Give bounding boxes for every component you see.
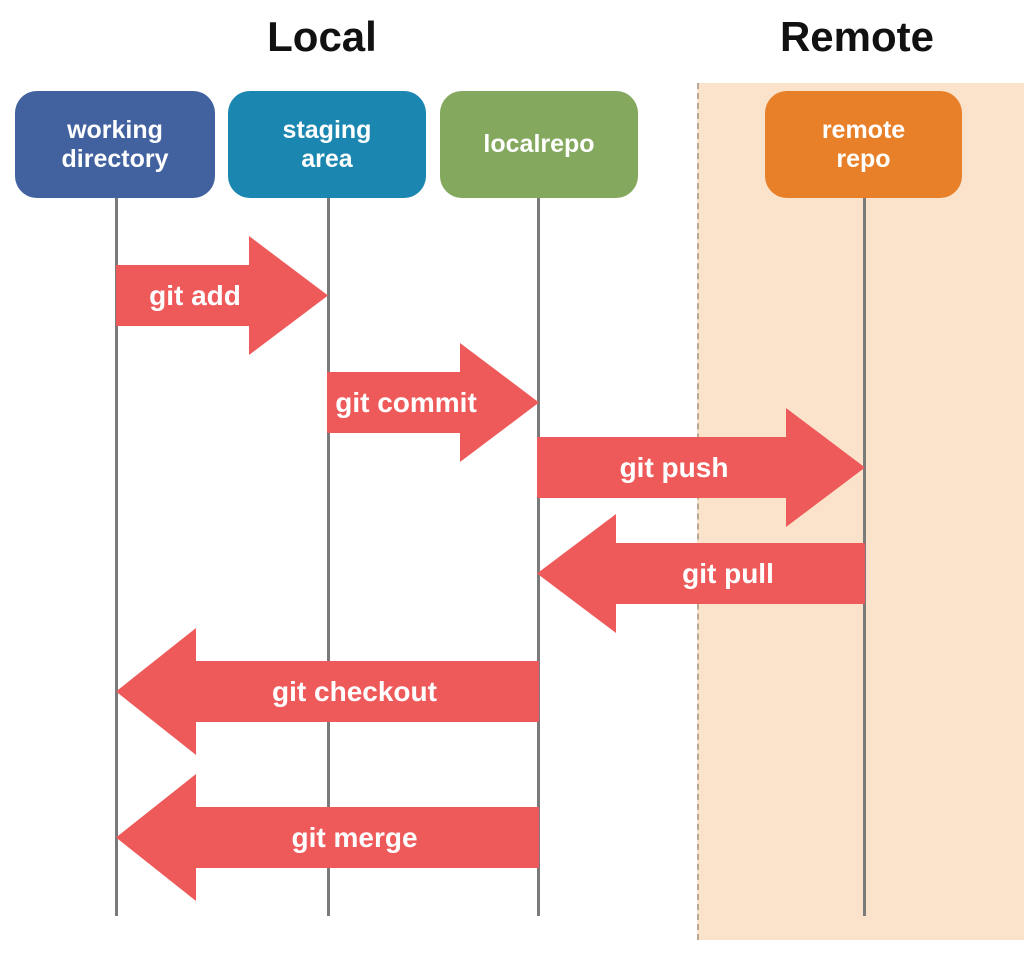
arrow-left-shape: [116, 628, 539, 755]
arrow-right-shape: [116, 236, 328, 355]
lifeline-working-directory: [115, 190, 118, 916]
lifeline-staging-area: [327, 190, 330, 916]
arrow-right-shape: [537, 408, 865, 527]
arrow-left-shape: [537, 514, 865, 633]
arrow-git-push[interactable]: git push: [537, 408, 865, 527]
arrow-git-commit[interactable]: git commit: [327, 343, 539, 462]
node-localrepo-label: localrepo: [483, 130, 595, 159]
arrow-git-checkout[interactable]: git checkout: [116, 628, 539, 755]
section-title-local: Local: [267, 13, 377, 60]
node-localrepo[interactable]: localrepo: [440, 91, 638, 198]
lifeline-localrepo: [537, 190, 540, 916]
arrow-git-merge[interactable]: git merge: [116, 774, 539, 901]
section-title-remote: Remote: [779, 13, 935, 60]
arrow-git-add[interactable]: git add: [116, 236, 328, 355]
remote-region-background: [697, 83, 1024, 940]
arrow-git-pull[interactable]: git pull: [537, 514, 865, 633]
arrow-left-shape: [116, 774, 539, 901]
arrow-right-shape: [327, 343, 539, 462]
